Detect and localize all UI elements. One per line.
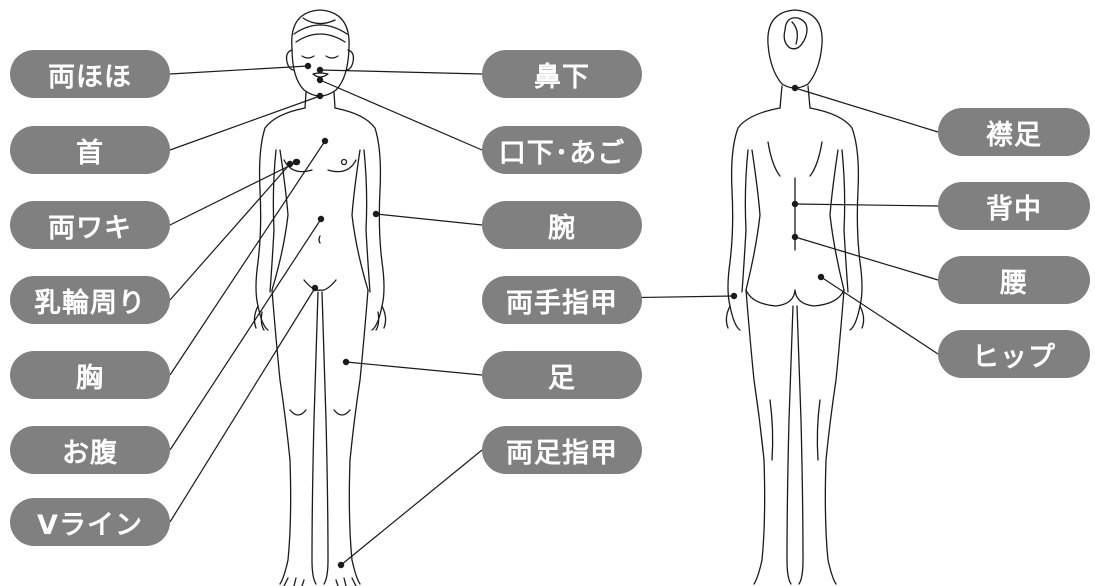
label-kubi: 首: [10, 126, 170, 174]
label-ude: 腕: [482, 201, 642, 249]
connector-lines: [169, 65, 939, 566]
label-ryo-hoho: 両ほほ: [10, 50, 170, 98]
label-v-line: Vライン: [10, 498, 170, 546]
back-body-figure: [725, 9, 865, 585]
label-ryoashi-yubi-ko: 両足指甲: [482, 426, 642, 474]
label-nyurin-mawari: 乳輪周り: [10, 276, 170, 324]
label-ryote-yubi-ko: 両手指甲: [482, 276, 642, 324]
label-kuchi-shita-ago: 口下･あご: [482, 126, 642, 174]
label-koshi: 腰: [938, 256, 1090, 304]
marker-dots: [286, 62, 825, 569]
label-ryo-waki: 両ワキ: [10, 201, 170, 249]
label-erikashi: 襟足: [938, 108, 1090, 156]
label-senaka: 背中: [938, 182, 1090, 230]
label-hippu: ヒップ: [938, 330, 1090, 378]
label-mune: 胸: [10, 351, 170, 399]
front-body-figure: [253, 9, 387, 586]
label-hana-shita: 鼻下: [482, 50, 642, 98]
label-onaka: お腹: [10, 426, 170, 474]
label-ashi: 足: [482, 351, 642, 399]
